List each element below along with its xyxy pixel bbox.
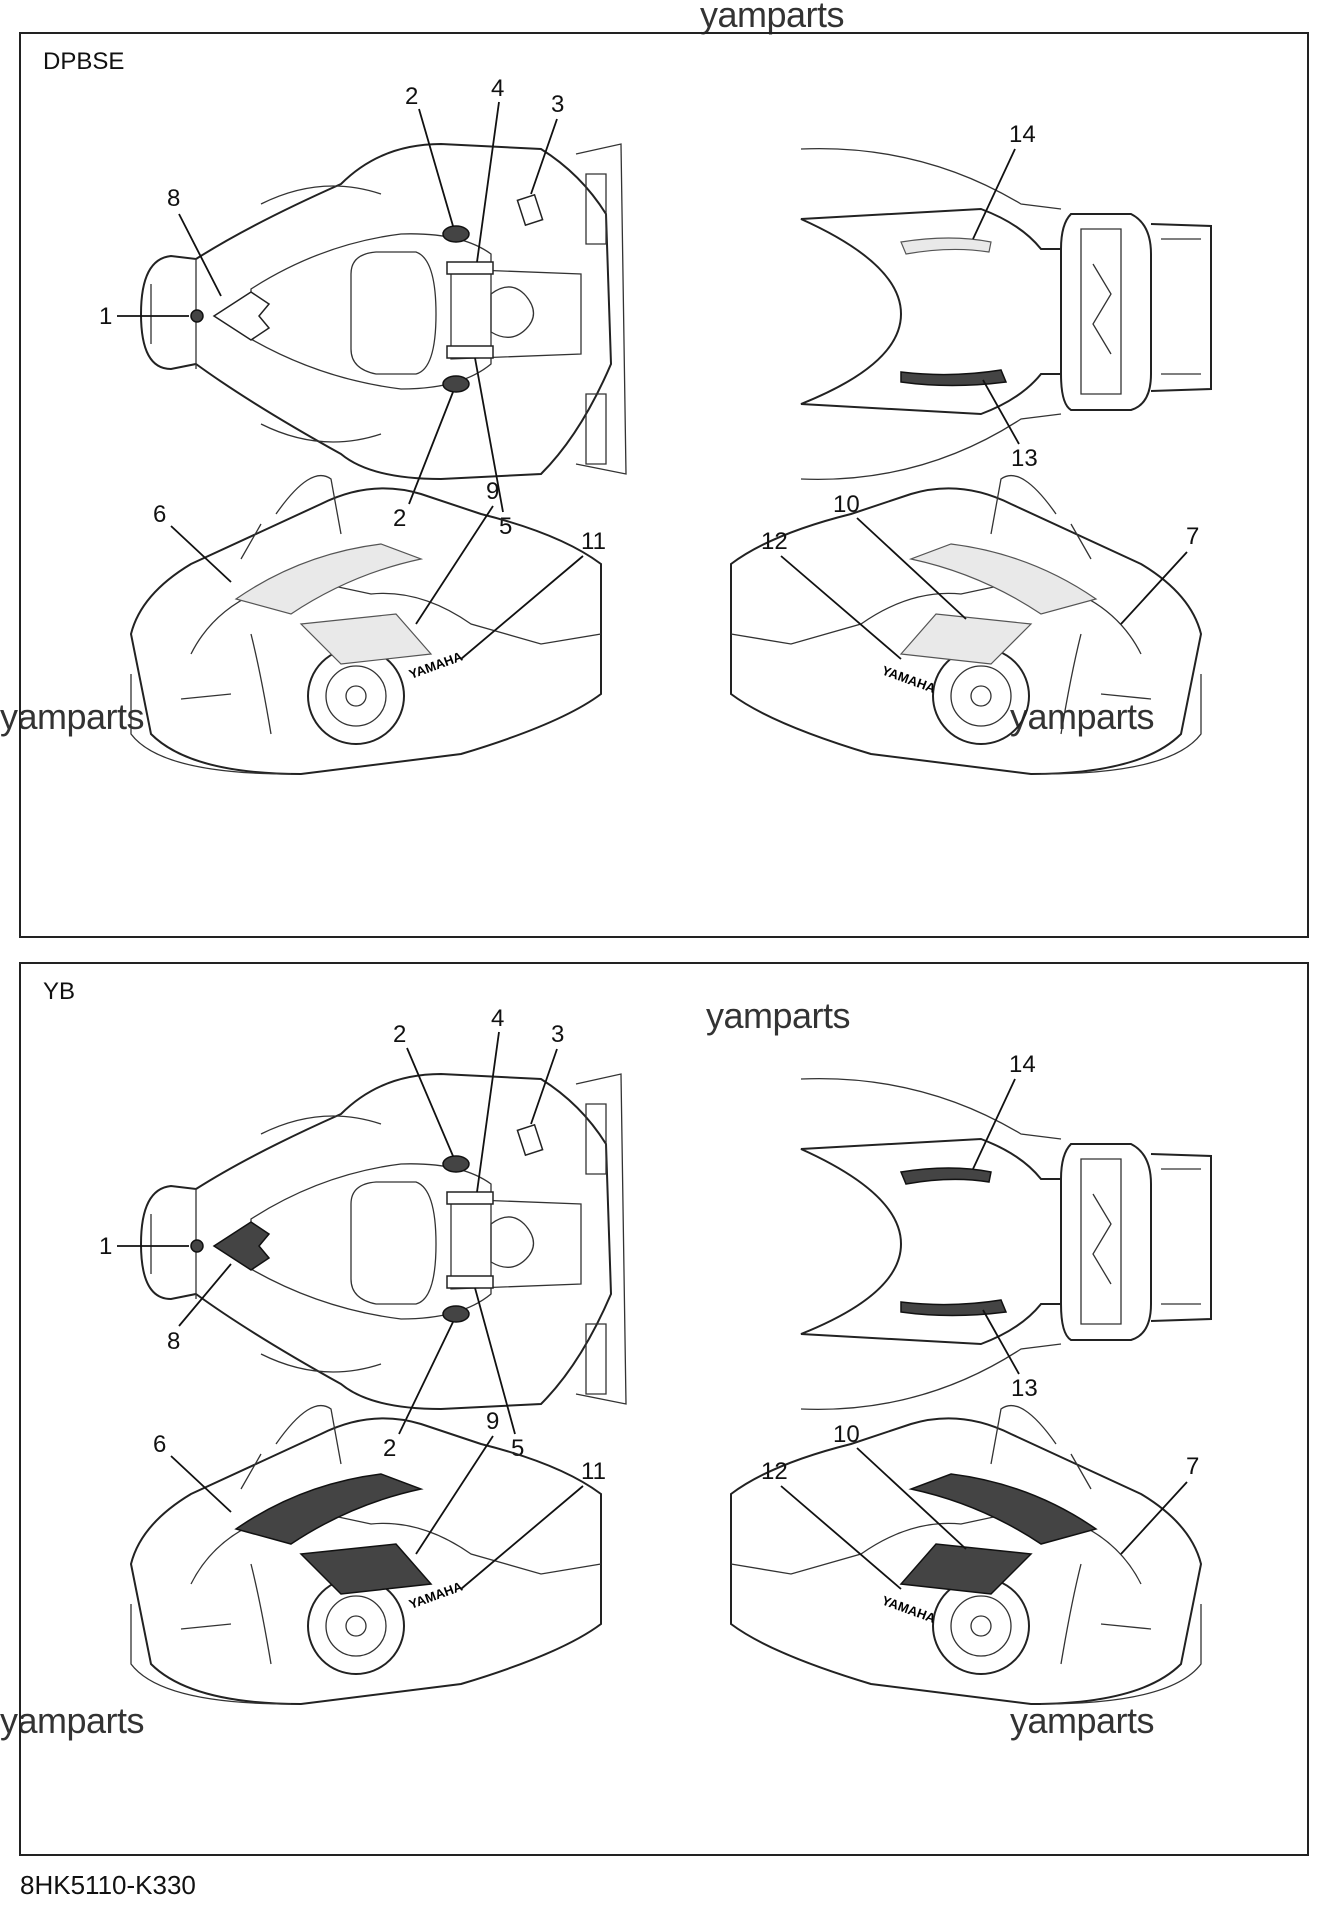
top-view-callouts: 1 2 2 3 4 5 8 (99, 1005, 564, 1462)
callout-11: 11 (581, 528, 606, 555)
right-view-callouts: 7 10 12 (761, 491, 1199, 660)
rear-view-callouts: 14 13 (972, 121, 1038, 472)
callout-6: 6 (153, 1431, 166, 1458)
decal-diagram: 1 2 2 3 4 5 8 14 (99, 75, 1212, 776)
watermark: yamparts (1010, 1700, 1155, 1741)
callout-14: 14 (1009, 121, 1036, 148)
watermark: yamparts (0, 1700, 145, 1741)
callout-13: 13 (1011, 445, 1038, 472)
watermark: yamparts (0, 696, 145, 737)
top-view-front (139, 1072, 627, 1411)
callout-5: 5 (499, 513, 512, 540)
callout-13: 13 (1011, 1375, 1038, 1402)
callout-2: 2 (393, 505, 406, 532)
right-side-view: YAMAHA (730, 474, 1203, 776)
callout-8: 8 (167, 185, 180, 212)
left-view-callouts: 6 9 11 (153, 478, 606, 660)
rear-view-callouts: 14 13 (972, 1051, 1038, 1402)
callout-2: 2 (383, 1435, 396, 1462)
top-view-callouts: 1 2 2 3 4 5 8 (99, 75, 564, 540)
panel-label: YB (43, 978, 76, 1005)
callout-1: 1 (99, 303, 112, 330)
watermark: yamparts (1010, 696, 1155, 737)
callout-3: 3 (551, 1021, 564, 1048)
callout-4: 4 (491, 75, 504, 102)
left-view-callouts: 6 9 11 (153, 1408, 606, 1590)
callout-9: 9 (486, 1408, 499, 1435)
top-view-front (139, 142, 627, 481)
callout-6: 6 (153, 501, 166, 528)
right-side-view: YAMAHA (730, 1404, 1203, 1706)
callout-7: 7 (1186, 1453, 1199, 1480)
callout-14: 14 (1009, 1051, 1036, 1078)
callout-10: 10 (833, 491, 860, 518)
callout-3: 3 (551, 91, 564, 118)
decal-diagram: 1 2 2 3 4 5 8 14 (99, 1005, 1212, 1706)
callout-9: 9 (486, 478, 499, 505)
diagram-panel-yb: YB 1 2 2 3 4 (19, 962, 1309, 1856)
callout-4: 4 (491, 1005, 504, 1032)
yamaha-decal-text: YAMAHA (880, 663, 938, 696)
callout-2: 2 (405, 83, 418, 110)
top-view-rear (800, 1077, 1212, 1411)
callout-5: 5 (511, 1435, 524, 1462)
left-side-view: YAMAHA (129, 474, 602, 776)
yamaha-decal-text: YAMAHA (880, 1593, 938, 1626)
callout-10: 10 (833, 1421, 860, 1448)
callout-7: 7 (1186, 523, 1199, 550)
panel-label: DPBSE (43, 48, 125, 75)
watermark: yamparts (706, 995, 851, 1036)
callout-11: 11 (581, 1458, 606, 1485)
callout-12: 12 (761, 528, 788, 555)
left-side-view: YAMAHA (129, 1404, 602, 1706)
watermark: yamparts (700, 0, 845, 35)
callout-8: 8 (167, 1328, 180, 1355)
part-number: 8HK5110-K330 (20, 1870, 196, 1900)
top-view-rear (800, 147, 1212, 481)
callout-12: 12 (761, 1458, 788, 1485)
callout-1: 1 (99, 1233, 112, 1260)
callout-2: 2 (393, 1021, 406, 1048)
diagram-panel-dpbse: DPBSE 1 2 2 3 (19, 32, 1309, 938)
right-view-callouts: 7 10 12 (761, 1421, 1199, 1590)
